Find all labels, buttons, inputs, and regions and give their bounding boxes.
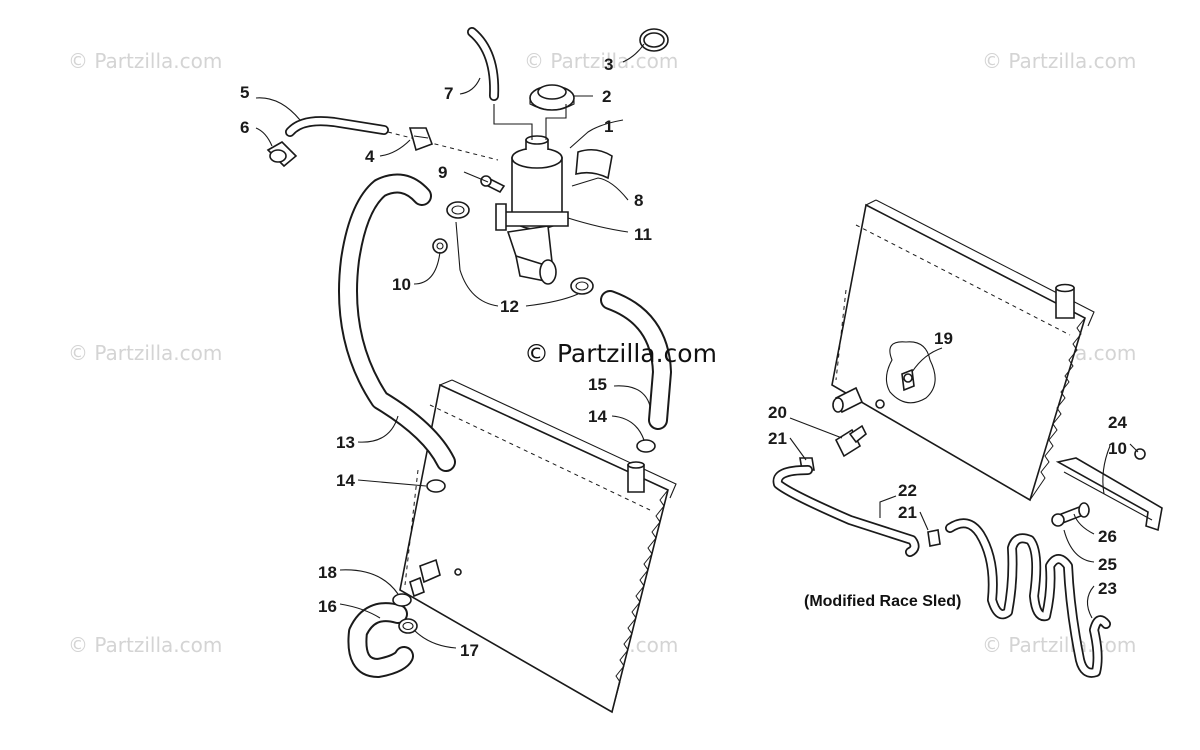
fitting-20 (834, 399, 885, 458)
callout-21-right: 21 (898, 503, 917, 522)
callout-10-right: 10 (1108, 439, 1127, 458)
vent-hose (467, 27, 500, 101)
callout-21-left: 21 (768, 429, 787, 448)
modified-race-sled-caption: (Modified Race Sled) (804, 593, 961, 610)
sleeve-8 (575, 148, 613, 180)
hose-23 (945, 518, 1111, 678)
callout-14-left: 14 (336, 471, 355, 490)
callout-18: 18 (318, 563, 337, 582)
callout-10-left: 10 (392, 275, 411, 294)
overflow-hose (285, 116, 499, 161)
callout-14-right: 14 (588, 407, 607, 426)
hose-16 (347, 602, 414, 678)
clamp-18 (392, 576, 425, 607)
hose-15 (600, 290, 672, 430)
callout-8: 8 (634, 191, 643, 210)
heat-exchanger-left (399, 379, 677, 714)
callout-16: 16 (318, 597, 337, 616)
clip-4 (408, 127, 434, 152)
callout-7: 7 (444, 84, 453, 103)
watermark-mid-left: © Partzilla.com (68, 341, 222, 365)
watermark-bottom-left: © Partzilla.com (68, 633, 222, 657)
clip-ring (639, 28, 669, 52)
clamp-17 (398, 618, 418, 634)
callout-12: 12 (500, 297, 519, 316)
watermark-top-center: © Partzilla.com (524, 49, 678, 73)
callout-25: 25 (1098, 555, 1117, 574)
hose-22 (772, 465, 920, 557)
coolant-bottle (495, 135, 569, 285)
callout-20: 20 (768, 403, 787, 422)
callout-1: 1 (604, 117, 613, 136)
pressure-cap (529, 84, 575, 111)
callout-17: 17 (460, 641, 479, 660)
callout-2: 2 (602, 87, 611, 106)
callout-9: 9 (438, 163, 447, 182)
callout-3: 3 (604, 55, 613, 74)
callout-24: 24 (1108, 413, 1127, 432)
callout-5: 5 (240, 83, 249, 102)
hose-clamps-12 (446, 201, 594, 295)
hose-13 (338, 173, 456, 472)
callout-13: 13 (336, 433, 355, 452)
callout-23: 23 (1098, 579, 1117, 598)
watermark-center-main: © Partzilla.com (524, 339, 717, 368)
callout-6: 6 (240, 118, 249, 137)
watermark-top-left: © Partzilla.com (68, 49, 222, 73)
callout-22: 22 (898, 481, 917, 500)
nut-10-left (432, 238, 448, 254)
callout-labels: 1 2 3 4 5 6 7 8 9 10 11 12 13 14 14 15 1… (240, 55, 1127, 660)
callout-26: 26 (1098, 527, 1117, 546)
hose-clamps-14 (426, 439, 656, 493)
watermark-bottom-right: © Partzilla.com (982, 633, 1136, 657)
plug-19 (885, 341, 936, 404)
screw-9 (480, 175, 506, 194)
callout-15: 15 (588, 375, 607, 394)
callout-11: 11 (634, 225, 652, 244)
callout-4: 4 (365, 147, 375, 166)
callout-19: 19 (934, 329, 953, 348)
leader-lines (255, 43, 1139, 649)
watermark-top-right: © Partzilla.com (982, 49, 1136, 73)
heat-exchanger-right (831, 199, 1095, 502)
screw-25-26 (1051, 502, 1090, 527)
hose-clamp-6 (266, 141, 298, 168)
